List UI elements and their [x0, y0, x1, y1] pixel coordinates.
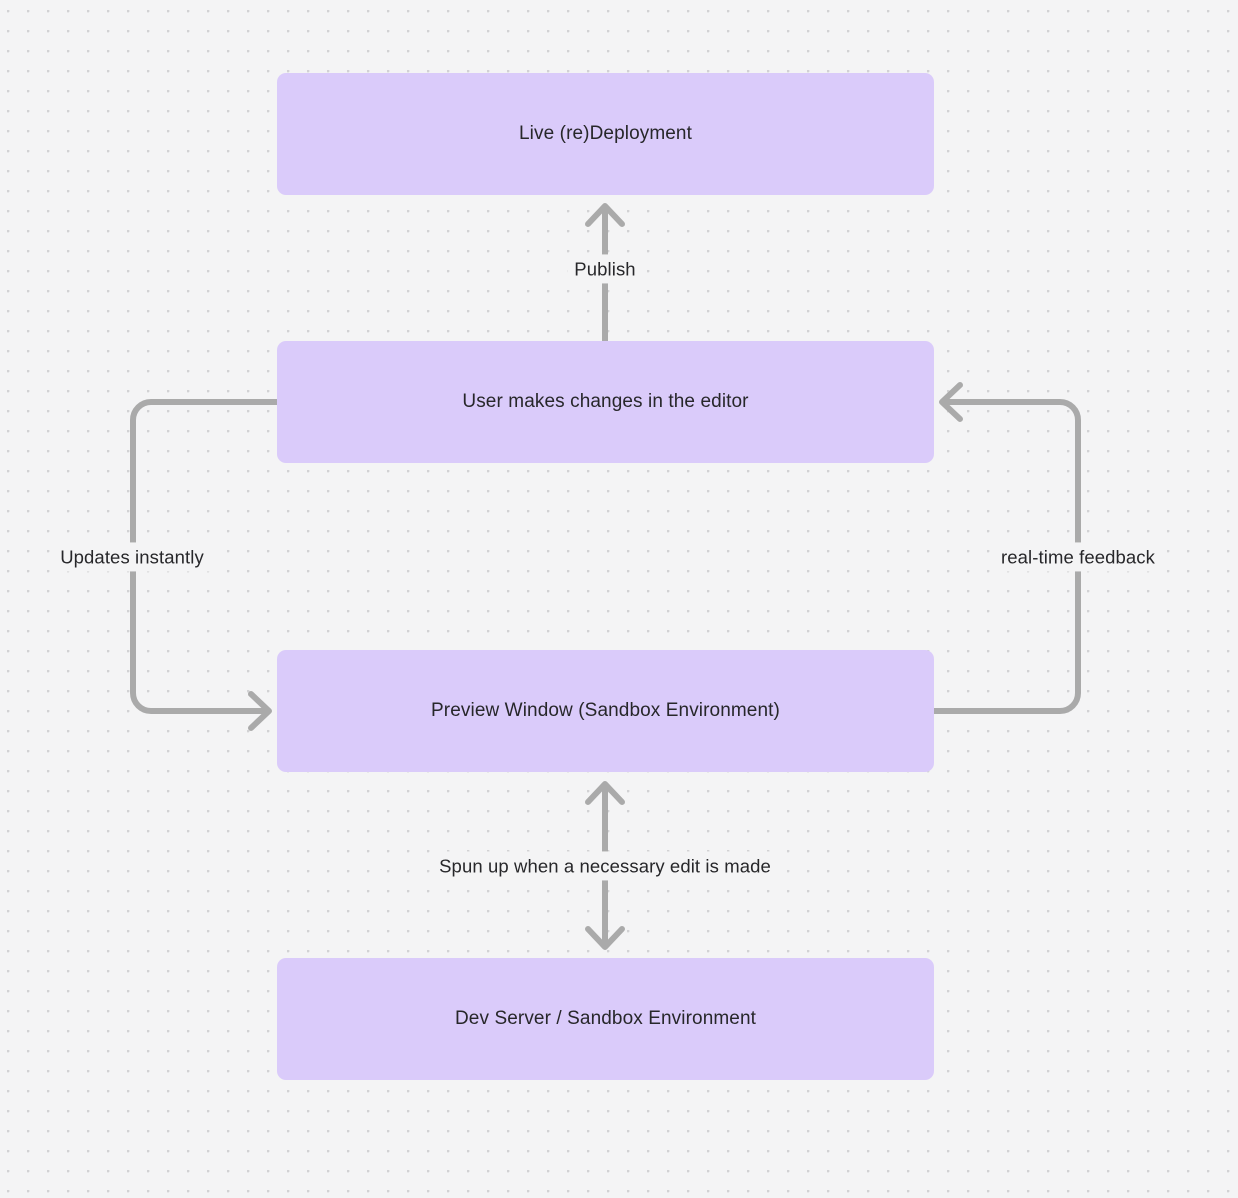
- node-live-deployment[interactable]: Live (re)Deployment: [277, 73, 934, 195]
- node-label: Live (re)Deployment: [519, 122, 692, 144]
- arrowhead-down-spunup: [585, 926, 625, 950]
- node-user-edits[interactable]: User makes changes in the editor: [277, 341, 934, 463]
- node-preview-window[interactable]: Preview Window (Sandbox Environment): [277, 650, 934, 772]
- arrowhead-up-publish: [585, 203, 625, 227]
- node-label: Dev Server / Sandbox Environment: [454, 1007, 756, 1029]
- arrowhead-up-spunup: [585, 781, 625, 805]
- arrowhead-left-feedback: [939, 382, 963, 422]
- node-label: User makes changes in the editor: [462, 390, 749, 412]
- node-dev-server[interactable]: Dev Server / Sandbox Environment: [277, 958, 934, 1080]
- node-label: Preview Window (Sandbox Environment): [431, 699, 780, 721]
- edge-label-updates-instantly: Updates instantly: [53, 542, 211, 572]
- arrowhead-right-updates: [248, 691, 272, 731]
- edge-label-real-time-feedback: real-time feedback: [994, 542, 1162, 572]
- edge-label-spun-up: Spun up when a necessary edit is made: [432, 851, 778, 881]
- edge-label-publish: Publish: [567, 254, 643, 284]
